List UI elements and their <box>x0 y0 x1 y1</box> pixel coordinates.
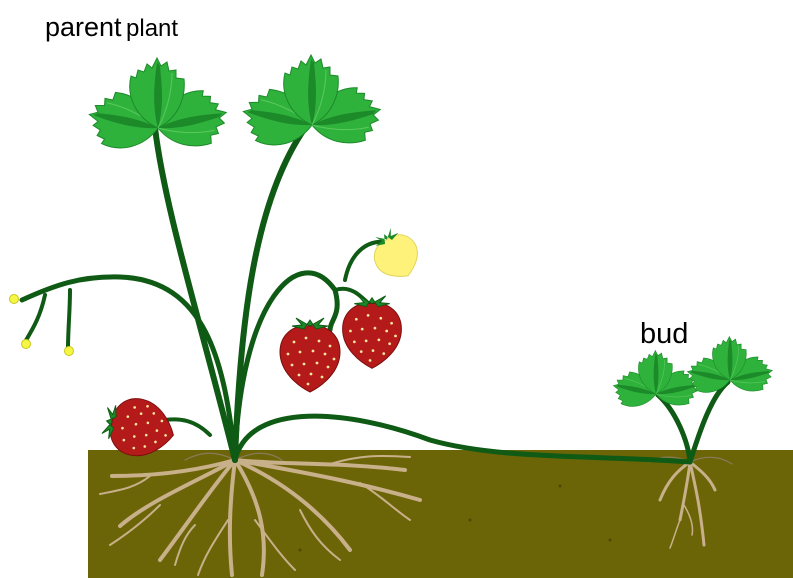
parent-stems <box>22 128 385 460</box>
strawberry-hanging-right <box>343 296 402 369</box>
bud-leaf-right <box>684 337 776 398</box>
plant-word: plant <box>126 15 178 42</box>
parent-word: parent <box>45 12 122 42</box>
parent-leaf-right <box>238 55 386 153</box>
parent-plant-label: parent plant <box>45 14 178 41</box>
bud-label: bud <box>640 320 688 349</box>
strawberry-unripe <box>364 221 427 286</box>
bud-leaf-left <box>610 351 702 412</box>
